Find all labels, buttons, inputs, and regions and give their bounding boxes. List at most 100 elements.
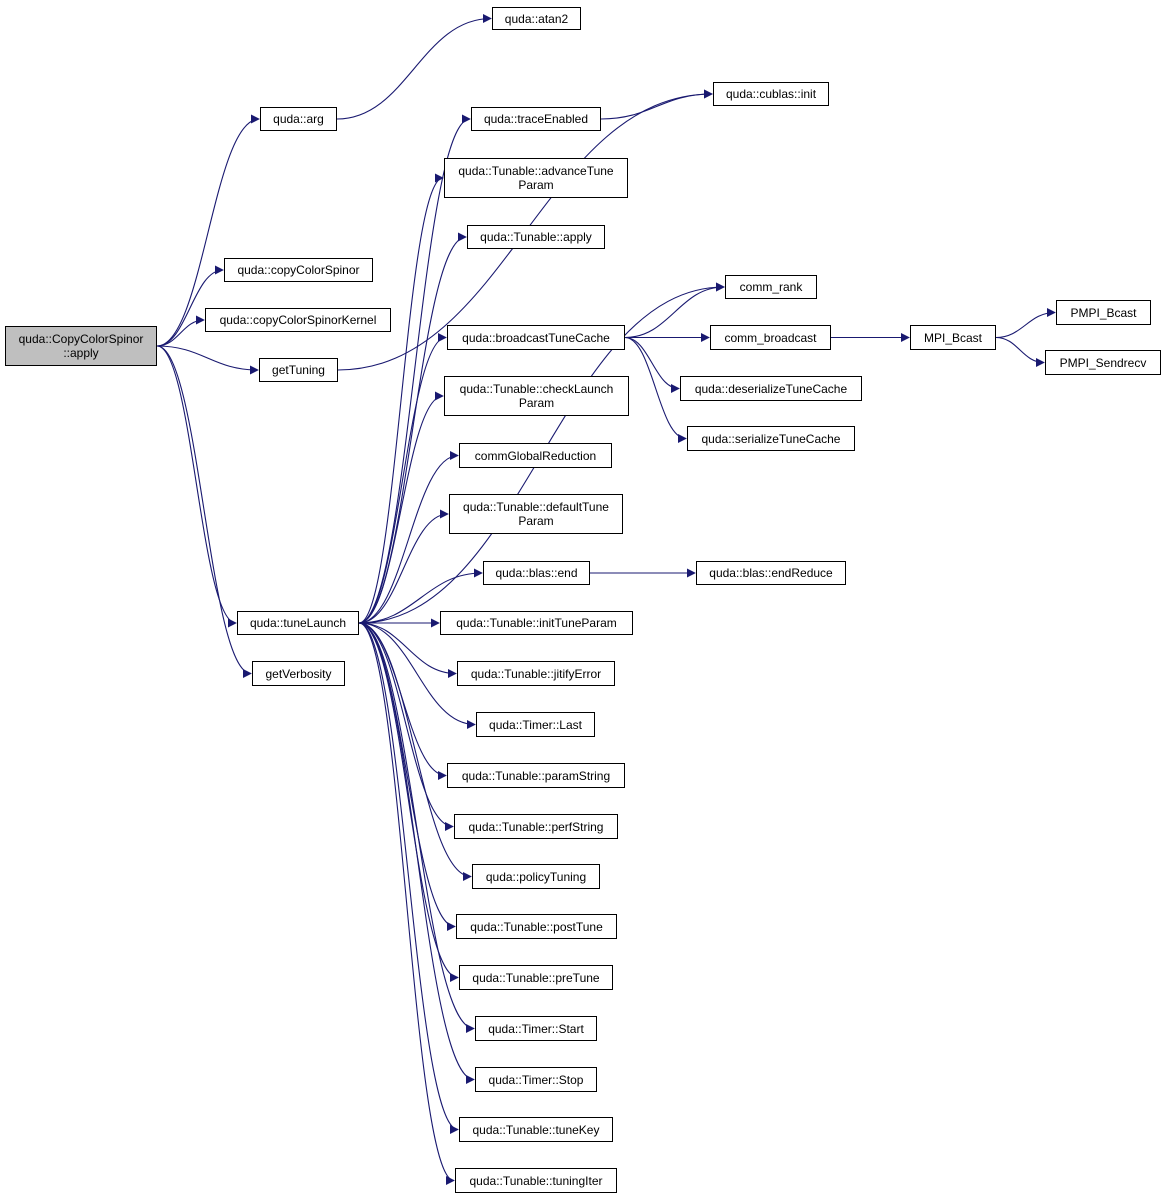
node-label: quda::traceEnabled: [483, 112, 589, 126]
node-jitify-error[interactable]: quda::Tunable::jitifyError: [457, 661, 615, 686]
node-label: quda::Tunable::apply: [480, 230, 592, 244]
edge-root-to-getVerbosity: [156, 345, 252, 678]
node-label: getVerbosity: [265, 666, 332, 681]
node-deserialize-tune-cache[interactable]: quda::deserializeTuneCache: [680, 376, 862, 401]
node-label: quda::deserializeTuneCache: [694, 381, 848, 396]
edge-broadcastTuneCache-to-deserializeTuneCache: [624, 336, 680, 393]
node-label: quda::copyColorSpinor: [237, 263, 360, 277]
node-comm-broadcast[interactable]: comm_broadcast: [710, 325, 831, 350]
edge-MPI_Bcast-to-PMPI_Sendrecv: [995, 336, 1045, 367]
edge-tuneLaunch-to-commGlobalReduction: [358, 451, 459, 624]
edge-tuneLaunch-to-timer_last: [358, 622, 476, 729]
node-label: commGlobalReduction: [474, 448, 597, 463]
edge-tuneLaunch-to-policyTuning: [358, 622, 472, 881]
node-label: quda::Tunable::initTuneParam: [456, 616, 617, 630]
node-pre-tune[interactable]: quda::Tunable::preTune: [459, 965, 613, 990]
node-serialize-tune-cache[interactable]: quda::serializeTuneCache: [687, 426, 855, 451]
node-label: quda::cublas::init: [725, 87, 817, 101]
edges: [156, 14, 1056, 1185]
node-init-tune-param[interactable]: quda::Tunable::initTuneParam: [440, 611, 633, 635]
node-label: quda::atan2: [504, 11, 569, 26]
edge-tuneLaunch-to-perfString: [358, 622, 454, 831]
node-atan2[interactable]: quda::atan2: [492, 7, 581, 30]
node-tune-launch[interactable]: quda::tuneLaunch: [237, 611, 359, 635]
edge-tuneLaunch-to-tuneKey: [358, 622, 459, 1134]
node-label: quda::Tunable::checkLaunch: [459, 382, 614, 396]
node-label: quda::tuneLaunch: [249, 616, 347, 630]
node-copycolorspinor-apply: quda::CopyColorSpinor::apply: [5, 326, 157, 366]
node-mpi-bcast[interactable]: MPI_Bcast: [910, 325, 996, 350]
node-post-tune[interactable]: quda::Tunable::postTune: [456, 914, 617, 939]
node-copy-color-spinor[interactable]: quda::copyColorSpinor: [224, 258, 373, 282]
node-label: comm_broadcast: [724, 330, 817, 345]
node-copy-color-spinor-kernel[interactable]: quda::copyColorSpinorKernel: [205, 308, 391, 332]
edge-tuneLaunch-to-traceEnabled: [358, 114, 471, 624]
node-broadcast-tune-cache[interactable]: quda::broadcastTuneCache: [447, 325, 625, 350]
node-perf-string[interactable]: quda::Tunable::perfString: [454, 814, 618, 839]
node-cublas-init[interactable]: quda::cublas::init: [713, 82, 829, 106]
node-end-reduce[interactable]: quda::blas::endReduce: [696, 561, 846, 585]
node-label: quda::Tunable::advanceTune: [458, 164, 614, 178]
node-comm-rank[interactable]: comm_rank: [725, 275, 817, 299]
edge-root-to-copyColorSpinorKernel: [156, 315, 205, 347]
node-get-verbosity[interactable]: getVerbosity: [252, 661, 345, 686]
edge-tuneLaunch-to-broadcastTuneCache: [358, 333, 447, 624]
edge-tuneLaunch-to-checkLaunchParam: [358, 391, 444, 624]
node-label: quda::CopyColorSpinor: [18, 332, 144, 346]
node-policy-tuning[interactable]: quda::policyTuning: [472, 864, 600, 889]
node-label: quda::Tunable::paramString: [461, 768, 611, 783]
node-get-tuning[interactable]: getTuning: [259, 358, 338, 382]
edge-root-to-tuneLaunch: [156, 345, 237, 628]
node-param-string[interactable]: quda::Tunable::paramString: [447, 763, 625, 788]
edge-tuneLaunch-to-timer_stop: [358, 622, 475, 1084]
edge-tuneLaunch-to-blas_end: [358, 568, 483, 624]
node-tune-key[interactable]: quda::Tunable::tuneKey: [459, 1117, 613, 1142]
node-trace-enabled[interactable]: quda::traceEnabled: [471, 107, 601, 131]
edge-root-to-arg: [156, 114, 260, 347]
node-label: quda::blas::endReduce: [709, 566, 833, 580]
node-pmpi-bcast[interactable]: PMPI_Bcast: [1056, 300, 1151, 325]
edge-tuneLaunch-to-tuningIter: [358, 622, 455, 1185]
node-label: Param: [518, 178, 554, 192]
node-label: quda::Timer::Start: [488, 1021, 584, 1036]
edge-MPI_Bcast-to-PMPI_Bcast: [995, 308, 1056, 339]
node-label: PMPI_Bcast: [1070, 305, 1137, 320]
node-tuning-iter[interactable]: quda::Tunable::tuningIter: [455, 1168, 617, 1193]
edge-tuneLaunch-to-timer_start: [358, 622, 475, 1033]
node-label: quda::Tunable::tuneKey: [472, 1122, 600, 1137]
node-label: Param: [518, 514, 554, 528]
node-label: Param: [518, 396, 555, 410]
node-label: quda::copyColorSpinorKernel: [219, 313, 377, 327]
node-blas-end[interactable]: quda::blas::end: [483, 561, 590, 585]
node-timer-stop[interactable]: quda::Timer::Stop: [475, 1067, 597, 1092]
edge-root-to-getTuning: [156, 345, 259, 375]
node-label: getTuning: [272, 363, 325, 377]
node-label: quda::Tunable::postTune: [470, 919, 603, 934]
node-label: quda::Tunable::preTune: [472, 970, 600, 985]
node-label: quda::Timer::Last: [489, 717, 582, 732]
node-label: quda::broadcastTuneCache: [462, 330, 610, 345]
node-label: quda::Timer::Stop: [488, 1072, 584, 1087]
node-label: ::apply: [63, 346, 99, 360]
node-timer-last[interactable]: quda::Timer::Last: [476, 712, 595, 737]
node-label: quda::Tunable::perfString: [468, 819, 604, 834]
node-timer-start[interactable]: quda::Timer::Start: [475, 1016, 597, 1041]
edge-traceEnabled-to-cublas_init: [600, 89, 713, 120]
node-tunable-apply[interactable]: quda::Tunable::apply: [467, 225, 605, 249]
edge-root-to-copyColorSpinor: [156, 265, 224, 347]
edge-broadcastTuneCache-to-comm_rank: [624, 282, 725, 339]
node-label: quda::blas::end: [495, 566, 578, 580]
node-pmpi-sendrecv[interactable]: PMPI_Sendrecv: [1045, 350, 1161, 375]
node-comm-global-reduction[interactable]: commGlobalReduction: [459, 443, 612, 468]
edge-arg-to-atan2: [336, 14, 492, 120]
edge-tuneLaunch-to-defaultTuneParam: [358, 509, 449, 624]
edge-broadcastTuneCache-to-serializeTuneCache: [624, 336, 687, 443]
node-label: comm_rank: [739, 280, 803, 294]
node-arg[interactable]: quda::arg: [260, 107, 337, 131]
node-label: quda::policyTuning: [485, 869, 587, 884]
node-label: quda::serializeTuneCache: [701, 431, 841, 446]
